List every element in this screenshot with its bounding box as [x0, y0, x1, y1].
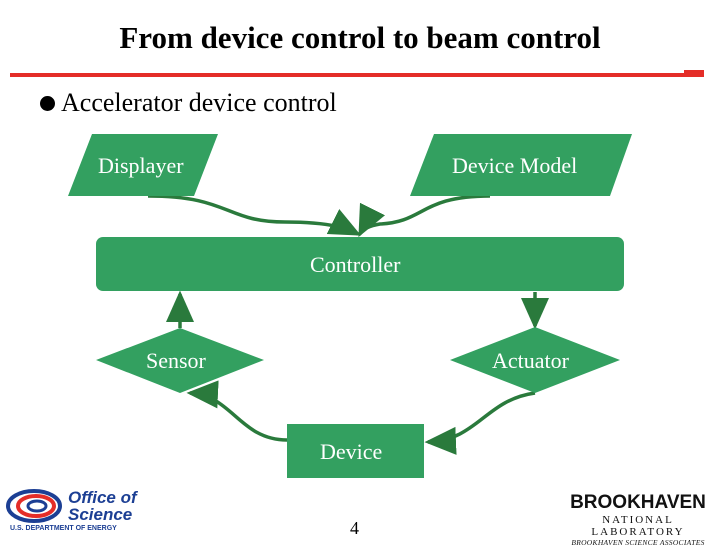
device-model-node [410, 134, 632, 196]
title-underline [10, 73, 704, 77]
device-label: Device [320, 439, 383, 464]
controller-node [96, 237, 624, 291]
oos-line1: Office of [68, 488, 137, 507]
connector-model-to-controller [358, 194, 491, 238]
sensor-label: Sensor [146, 348, 206, 373]
connector-device-to-sensor [186, 380, 288, 442]
brookhaven-logo: BROOKHAVEN NATIONAL LABORATORY BROOKHAVE… [558, 492, 718, 547]
device-node [287, 424, 424, 478]
bullet-dot-icon [40, 95, 55, 111]
bullet-text: Accelerator device control [61, 88, 337, 117]
displayer-node [68, 134, 218, 196]
actuator-node [450, 327, 620, 393]
bnl-lab: NATIONAL LABORATORY [591, 514, 685, 538]
connector-displayer-to-controller [147, 194, 362, 236]
actuator-label: Actuator [492, 348, 569, 373]
slide-title: From device control to beam control [119, 20, 601, 55]
connector-actuator-to-device [424, 391, 536, 455]
oos-line2: Science [68, 505, 133, 524]
sensor-node [96, 328, 264, 393]
bnl-name: BROOKHAVEN [570, 492, 706, 513]
bullet-item: Accelerator device control [40, 88, 337, 118]
controller-label: Controller [310, 252, 401, 277]
device-model-label: Device Model [452, 153, 578, 178]
office-of-science-logo: Office of Science U.S. DEPARTMENT OF ENE… [6, 488, 156, 534]
page-number: 4 [350, 518, 359, 538]
displayer-label: Displayer [98, 153, 184, 178]
swirl-logo-icon [6, 489, 62, 523]
title-underline-accent [684, 70, 704, 74]
oos-subtitle: U.S. DEPARTMENT OF ENERGY [10, 525, 117, 532]
